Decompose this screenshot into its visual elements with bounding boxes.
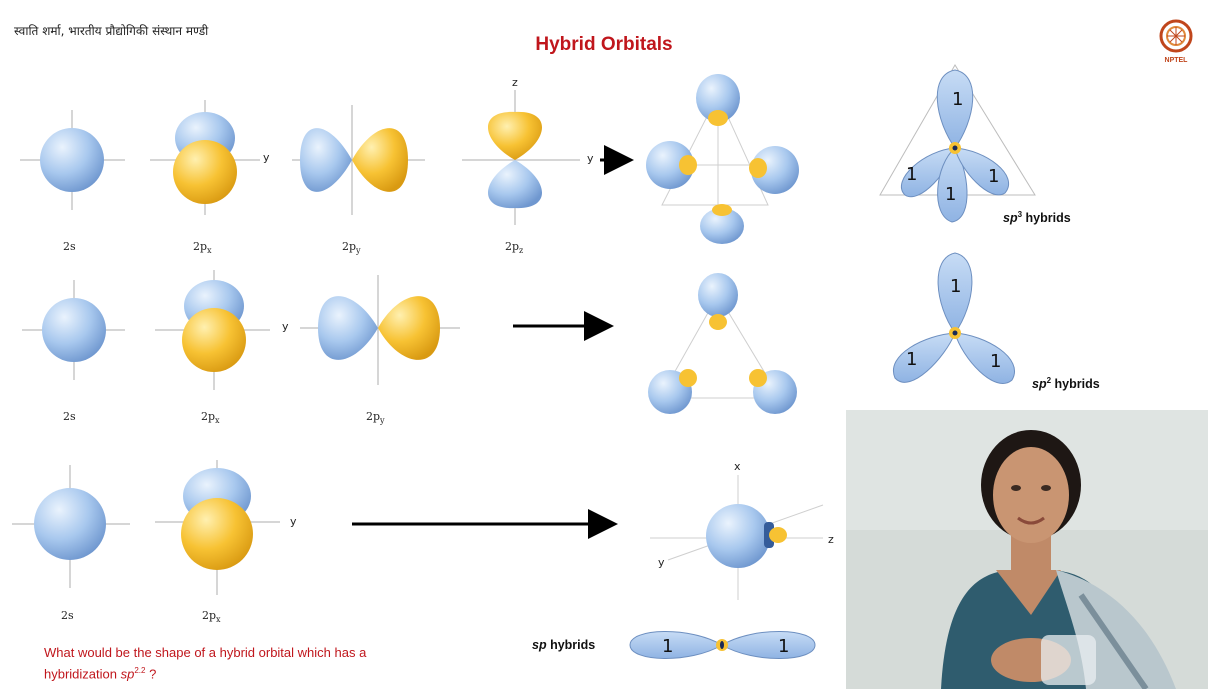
row3-sp-hybrids-lobes: 1 1 (630, 631, 815, 658)
axis-label-y: y (587, 152, 594, 165)
axis-label-z: z (828, 533, 834, 546)
lobe-label: 1 (950, 276, 961, 297)
lobe-label: 1 (988, 166, 999, 187)
sp3-hybrids-label: sp3 hybrids (1003, 210, 1071, 225)
axis-label-y: y (263, 151, 270, 164)
axis-label-x: x (734, 460, 741, 473)
row3-linear-sp-model (650, 475, 823, 600)
lobe-label: 1 (778, 636, 789, 657)
row1-2py-orbital (292, 105, 425, 215)
row1-2pz-orbital (462, 90, 580, 225)
lobe-label: 1 (952, 89, 963, 110)
question-line2: hybridization sp2.2 ? (44, 662, 474, 683)
row1-sp3-hybrids-lobes: 1 1 1 1 (880, 65, 1035, 222)
sp2-hybrids-label: sp2 hybrids (1032, 376, 1100, 391)
lobe-label: 1 (945, 184, 956, 205)
row3-2px-orbital (155, 460, 280, 595)
orbital-label-2s: 2s (61, 609, 74, 622)
row1-tetrahedral-sp3-model (646, 74, 799, 244)
sp-hybrids-label: sp hybrids (532, 638, 595, 652)
orbital-label-2s: 2s (63, 240, 76, 253)
question-text: What would be the shape of a hybrid orbi… (44, 644, 474, 683)
row1-2px-orbital (150, 100, 260, 215)
orbital-label-2py: 2py (342, 240, 361, 255)
axis-label-z: z (512, 76, 518, 89)
orbital-label-2pz: 2pz (505, 240, 523, 255)
lobe-label: 1 (990, 351, 1001, 372)
row2-trigonal-sp2-model (648, 273, 797, 414)
row2-2s-orbital (22, 280, 125, 380)
lobe-label: 1 (662, 636, 673, 657)
axis-label-y: y (290, 515, 297, 528)
lobe-label: 1 (906, 164, 917, 185)
axis-label-y: y (658, 556, 665, 569)
orbital-label-2py: 2py (366, 410, 385, 425)
presenter-video (846, 410, 1208, 689)
row2-2px-orbital (155, 270, 270, 390)
orbital-label-2px: 2px (202, 609, 221, 624)
row2-2py-orbital (300, 275, 460, 385)
orbital-label-2px: 2px (193, 240, 212, 255)
question-line1: What would be the shape of a hybrid orbi… (44, 644, 474, 662)
row2-sp2-hybrids-lobes: 1 1 1 (893, 253, 1014, 383)
row3-2s-orbital (12, 465, 130, 588)
lobe-label: 1 (906, 349, 917, 370)
axis-label-y: y (282, 320, 289, 333)
row1-2s-orbital (20, 110, 125, 210)
orbital-label-2s: 2s (63, 410, 76, 423)
orbital-label-2px: 2px (201, 410, 220, 425)
